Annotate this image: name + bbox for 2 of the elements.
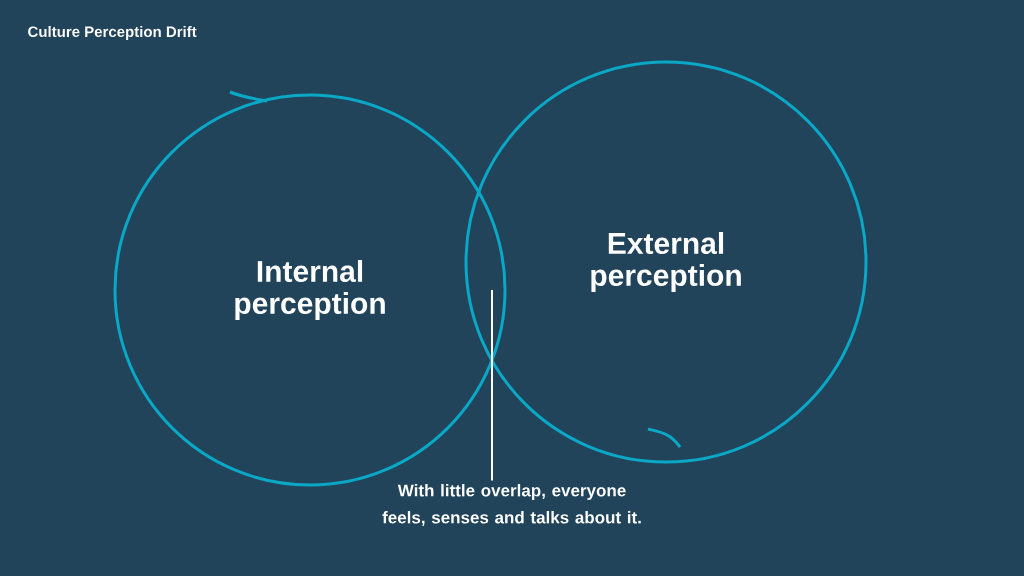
- caption: With little overlap, everyone feels, senses and talks about it.: [382, 484, 641, 526]
- title: Culture Perception Drift: [28, 26, 197, 40]
